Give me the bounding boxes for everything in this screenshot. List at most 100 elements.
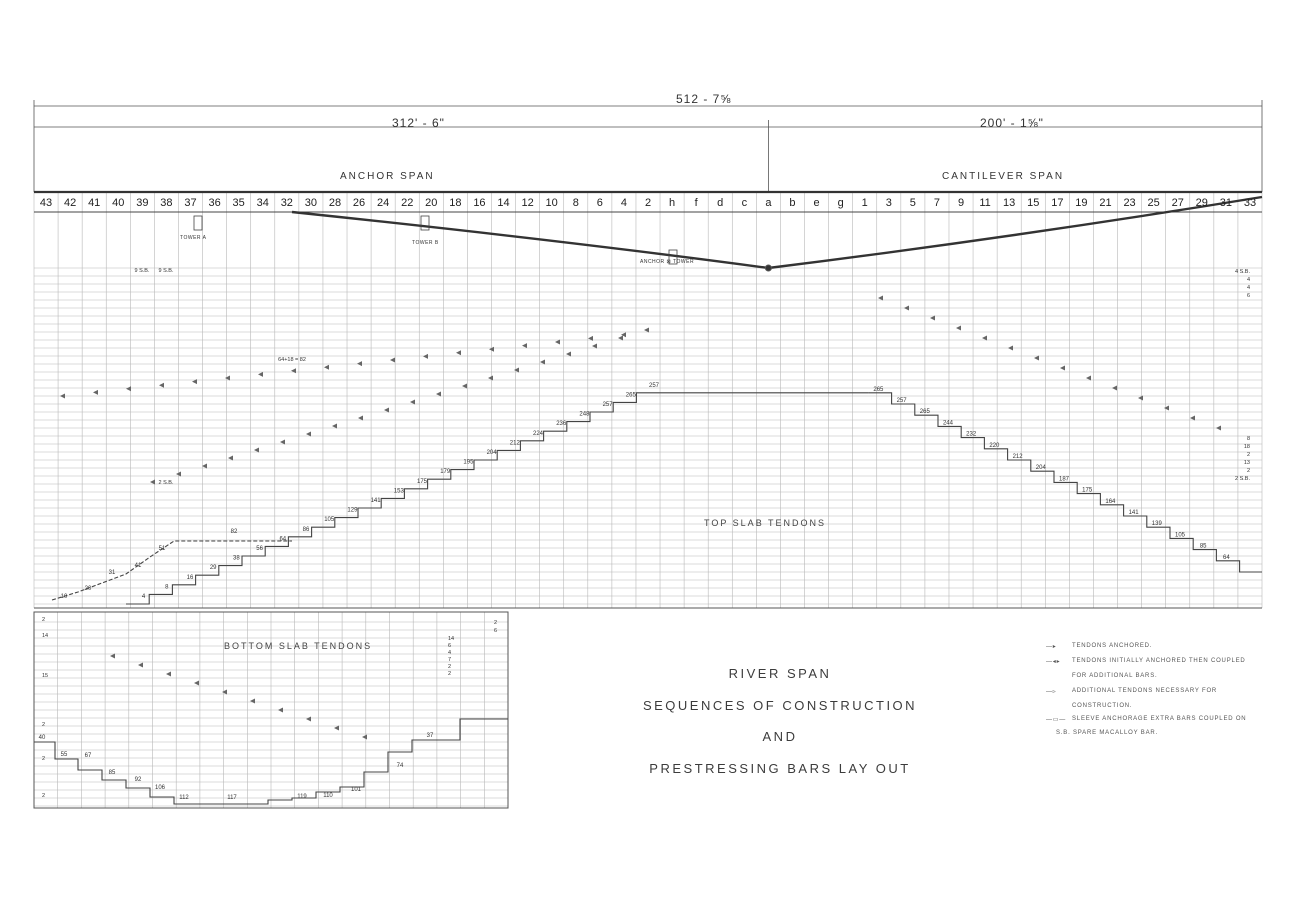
segment-label: 38 xyxy=(160,197,172,209)
legend-item-additional-2: CONSTRUCTION. xyxy=(1072,703,1133,709)
tendon-anchor-mark xyxy=(306,431,311,437)
tendon-anchor-mark xyxy=(126,386,131,392)
bottom-step-label: 106 xyxy=(155,785,166,791)
tendon-anchor-mark xyxy=(540,359,545,365)
right-edge-annotation: 6 xyxy=(1247,293,1250,299)
segment-label: 29 xyxy=(1196,197,1208,209)
tower-a-icon xyxy=(193,215,203,231)
bottom-tendon-mark xyxy=(278,707,283,713)
segment-label: 7 xyxy=(934,197,940,209)
step-labels: 4816293856648610512914115317517919520421… xyxy=(39,268,1251,801)
tendon-anchor-mark xyxy=(618,335,623,341)
top-step-label: 8 xyxy=(165,584,169,590)
segment-label: 42 xyxy=(64,197,76,209)
segment-label: 8 xyxy=(573,197,579,209)
segment-label: 18 xyxy=(449,197,461,209)
tendon-anchor-mark xyxy=(280,439,285,445)
legend-item-sleeve-2: S.B. SPARE MACALLOY BAR. xyxy=(1056,730,1159,736)
anchor-tower-icon xyxy=(668,249,678,265)
tendon-anchor-mark xyxy=(358,415,363,421)
bottom-step-label: 74 xyxy=(397,763,404,769)
segment-label: 27 xyxy=(1172,197,1184,209)
segment-label: 20 xyxy=(425,197,437,209)
tendon-anchor-mark xyxy=(436,391,441,397)
legend-anchored-symbol: —▸ xyxy=(1046,644,1057,650)
tendon-anchor-mark xyxy=(159,382,164,388)
top-step-label: 257 xyxy=(603,402,614,408)
top-step-label: 257 xyxy=(649,383,660,389)
tower-b-icon xyxy=(420,215,430,231)
right-edge-annotation: 2 xyxy=(1247,468,1250,474)
tendon-anchor-mark xyxy=(555,339,560,345)
segment-label: g xyxy=(838,197,844,209)
top-step-label: 195 xyxy=(463,460,474,466)
title-and: AND xyxy=(762,729,798,744)
tendon-anchor-mark xyxy=(522,343,527,349)
tendon-anchor-mark xyxy=(291,368,296,374)
bottom-left-number: 15 xyxy=(42,673,48,679)
segment-label: 22 xyxy=(401,197,413,209)
top-left-step-label: 10 xyxy=(61,594,68,600)
segment-label: 33 xyxy=(1244,197,1256,209)
tendon-anchor-mark xyxy=(150,479,155,485)
tendon-anchor-mark xyxy=(588,335,593,341)
top-right-step-label: 204 xyxy=(1036,465,1047,471)
tendon-anchor-mark xyxy=(456,350,461,356)
segment-label: 14 xyxy=(497,197,509,209)
legend-additional-symbol: —▹ xyxy=(1046,689,1057,695)
bottom-right-number: 14 xyxy=(448,636,454,642)
tendon-anchor-mark xyxy=(514,367,519,373)
tendon-anchor-mark xyxy=(176,471,181,477)
bottom-staircase xyxy=(34,718,508,805)
bottom-left-number: 2 xyxy=(42,793,45,799)
tendon-anchor-mark xyxy=(1112,385,1117,391)
bottom-left-number: 2 xyxy=(42,617,45,623)
bottom-right-number: 7 xyxy=(448,657,451,663)
bottom-right-number: 2 xyxy=(448,671,451,677)
top-left-step-label: 51 xyxy=(159,546,166,552)
top-step-label: 204 xyxy=(487,450,498,456)
bottom-far-right-number: 6 xyxy=(494,628,497,634)
title-sequences: SEQUENCES OF CONSTRUCTION xyxy=(642,698,918,713)
bottom-tendon-mark xyxy=(306,716,311,722)
legend-item-additional: ADDITIONAL TENDONS NECESSARY FOR xyxy=(1072,688,1218,694)
tendon-anchor-mark xyxy=(956,325,961,331)
bottom-tendon-mark xyxy=(194,680,199,686)
bottom-right-number: 2 xyxy=(448,664,451,670)
segment-label: 37 xyxy=(184,197,196,209)
top-right-step-label: 64 xyxy=(1223,555,1230,561)
segment-label: 41 xyxy=(88,197,100,209)
title-river-span: RIVER SPAN xyxy=(728,666,832,681)
tendon-anchor-mark xyxy=(228,455,233,461)
top-step-label: 141 xyxy=(371,498,382,504)
right-edge-annotation: 13 xyxy=(1244,460,1250,466)
top-step-label: 129 xyxy=(347,508,358,514)
top-step-label: 224 xyxy=(533,431,544,437)
right-edge-annotation: 18 xyxy=(1244,444,1250,450)
tower-a-label: TOWER A xyxy=(180,235,207,241)
segment-label: 40 xyxy=(112,197,124,209)
top-right-staircase xyxy=(868,392,1262,573)
cantilever-span-label: CANTILEVER SPAN xyxy=(942,171,1065,182)
tendon-anchor-mark xyxy=(1164,405,1169,411)
segment-label: 24 xyxy=(377,197,389,209)
top-right-step-label: 265 xyxy=(920,409,931,415)
bottom-tendon-mark xyxy=(362,734,367,740)
top-step-label: 29 xyxy=(210,565,217,571)
tendon-anchor-mark xyxy=(93,389,98,395)
right-edge-annotation: 2 xyxy=(1247,452,1250,458)
tendon-anchor-mark xyxy=(258,371,263,377)
tendon-anchor-mark xyxy=(462,383,467,389)
segment-label: e xyxy=(813,197,819,209)
bottom-tendon-mark xyxy=(250,698,255,704)
legend-item-coupled: TENDONS INITIALLY ANCHORED THEN COUPLED xyxy=(1072,658,1246,664)
segment-label: 6 xyxy=(597,197,603,209)
segment-label: 15 xyxy=(1027,197,1039,209)
left-annotation: 9 S.B. xyxy=(159,268,174,274)
segment-label: 9 xyxy=(958,197,964,209)
segment-label: d xyxy=(717,197,723,209)
bottom-tendon-mark xyxy=(222,689,227,695)
cantilever-side-dimension: 200' - 1⅝" xyxy=(980,116,1044,130)
segment-label: 39 xyxy=(136,197,148,209)
top-right-step-label: 175 xyxy=(1082,488,1093,494)
